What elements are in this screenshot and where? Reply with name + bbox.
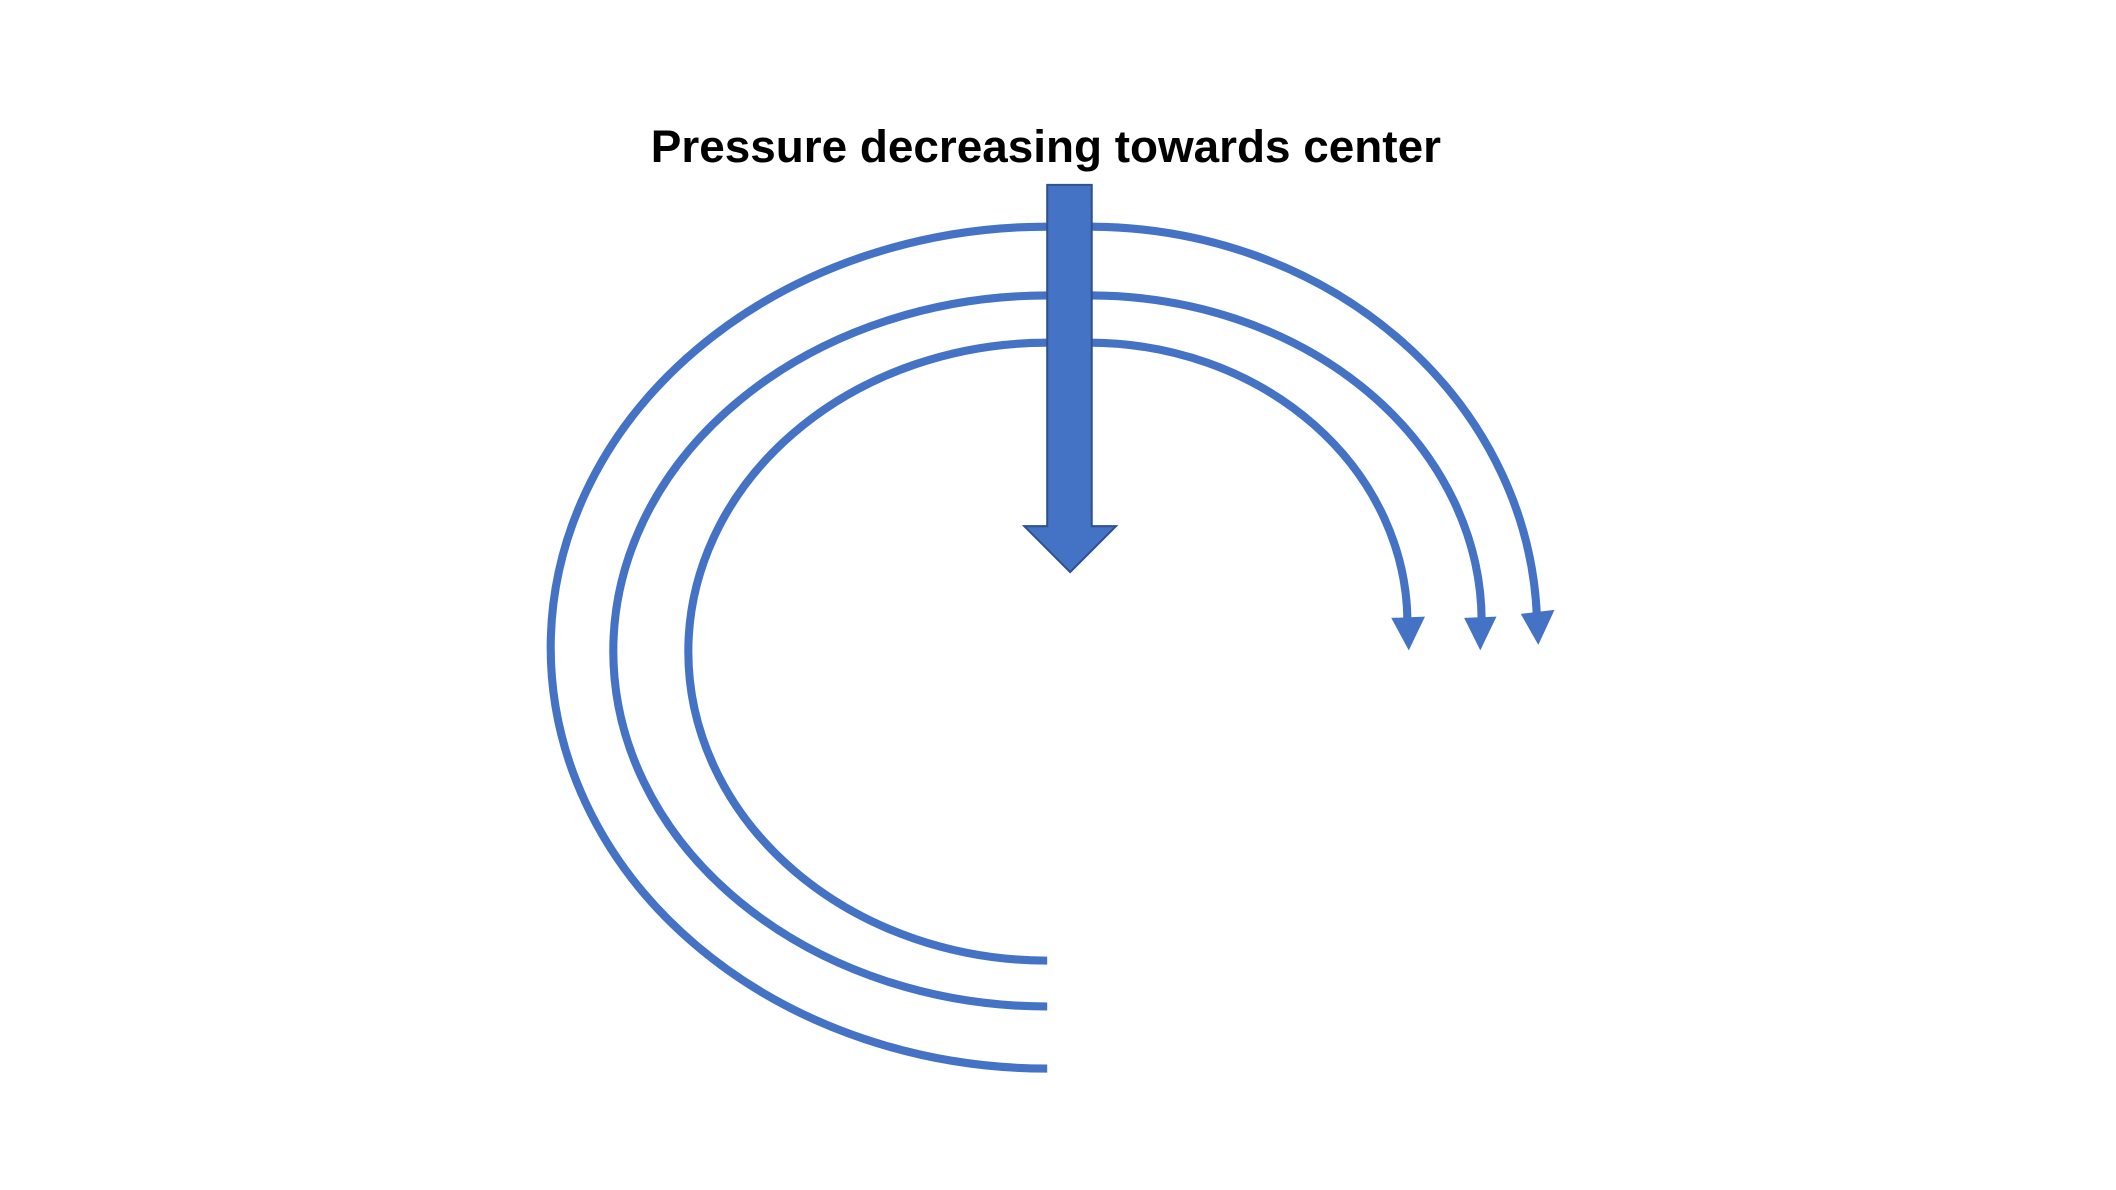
flow-line-outer (546, 222, 1542, 1073)
flow-lines (546, 222, 1542, 1073)
diagram-title: Pressure decreasing towards center (651, 120, 1441, 172)
arrowhead-inner-icon (1391, 616, 1425, 651)
arrowhead-outer-icon (1520, 609, 1555, 645)
flow-line-middle (609, 291, 1486, 1011)
flow-arrowheads (1391, 609, 1555, 651)
arrowhead-middle-icon (1464, 616, 1497, 651)
pressure-down-arrow-icon (1021, 183, 1119, 574)
flow-line-inner (684, 338, 1412, 965)
